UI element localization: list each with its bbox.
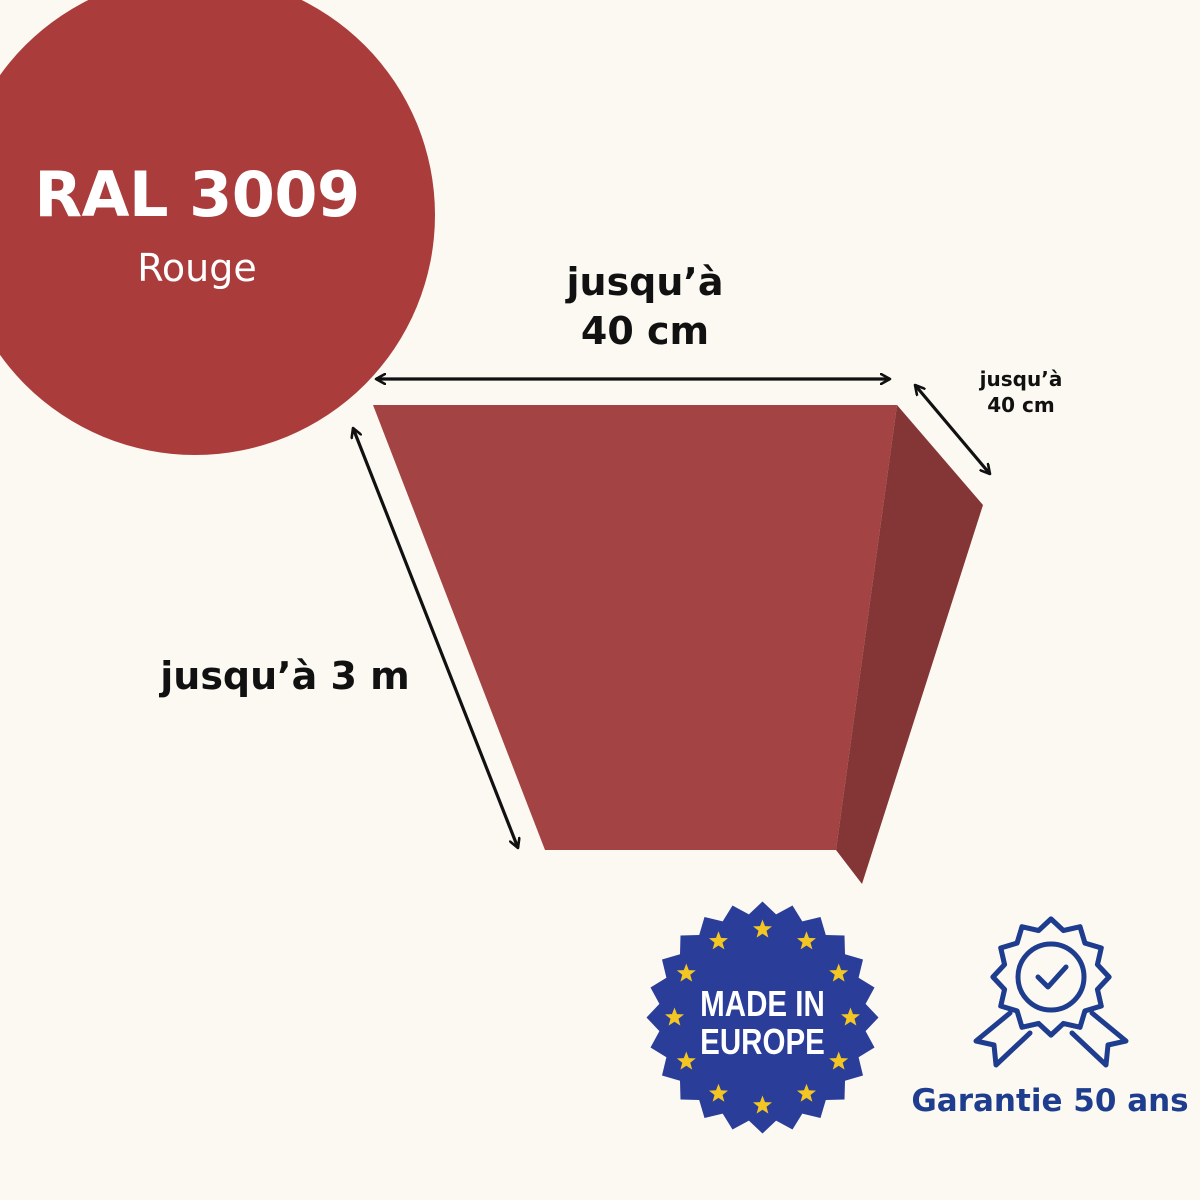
made-in-line: MADE IN: [700, 983, 825, 1024]
flashing-side-face: [836, 405, 983, 884]
warranty-label: Garantie 50 ans: [911, 1083, 1189, 1119]
ral-code: RAL 3009: [34, 158, 360, 231]
seal-shape: [646, 901, 879, 1134]
width-label-line2: 40 cm: [580, 309, 710, 354]
eu-stars-icon: [665, 919, 860, 1114]
made-in-europe-text: MADE IN EUROPE: [666, 985, 859, 1061]
width-label-line1: jusqu’à: [566, 260, 724, 304]
depth-arrow: [915, 385, 990, 474]
length-dimension-label: jusqu’à 3 m: [160, 654, 410, 698]
ral-color-name: Rouge: [137, 246, 257, 290]
rosette-check-icon: [973, 916, 1129, 1068]
ral-color-swatch: [0, 0, 435, 455]
width-dimension-label: jusqu’à 40 cm: [520, 258, 770, 357]
depth-dimension-label: jusqu’à 40 cm: [960, 366, 1082, 418]
europe-line: EUROPE: [700, 1021, 825, 1062]
depth-label-line2: 40 cm: [987, 393, 1055, 417]
made-in-europe-badge: [646, 901, 879, 1134]
depth-label-line1: jusqu’à: [979, 367, 1063, 391]
flashing-front-face: [373, 405, 897, 850]
length-arrow: [353, 428, 518, 848]
